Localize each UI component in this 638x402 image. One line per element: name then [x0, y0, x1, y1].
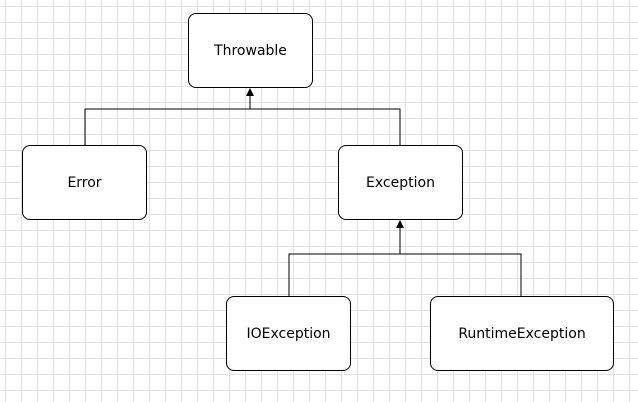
arrowhead-exception [396, 220, 404, 228]
node-throwable[interactable]: Throwable [188, 13, 313, 88]
connector-runtimeexception-to-exception [400, 253, 522, 296]
node-exception-label: Exception [366, 174, 435, 191]
connector-exception-to-throwable [250, 108, 401, 145]
node-runtimeexception[interactable]: RuntimeException [430, 296, 614, 371]
node-ioexception[interactable]: IOException [226, 296, 351, 371]
node-exception[interactable]: Exception [338, 145, 463, 220]
node-error-label: Error [67, 174, 102, 191]
node-ioexception-label: IOException [246, 325, 331, 342]
node-error[interactable]: Error [22, 145, 147, 220]
arrowhead-throwable [246, 88, 254, 96]
connector-ioexception-to-exception [288, 228, 401, 296]
node-throwable-label: Throwable [214, 42, 287, 59]
connector-error-to-throwable [84, 96, 251, 145]
node-runtimeexception-label: RuntimeException [458, 325, 586, 342]
